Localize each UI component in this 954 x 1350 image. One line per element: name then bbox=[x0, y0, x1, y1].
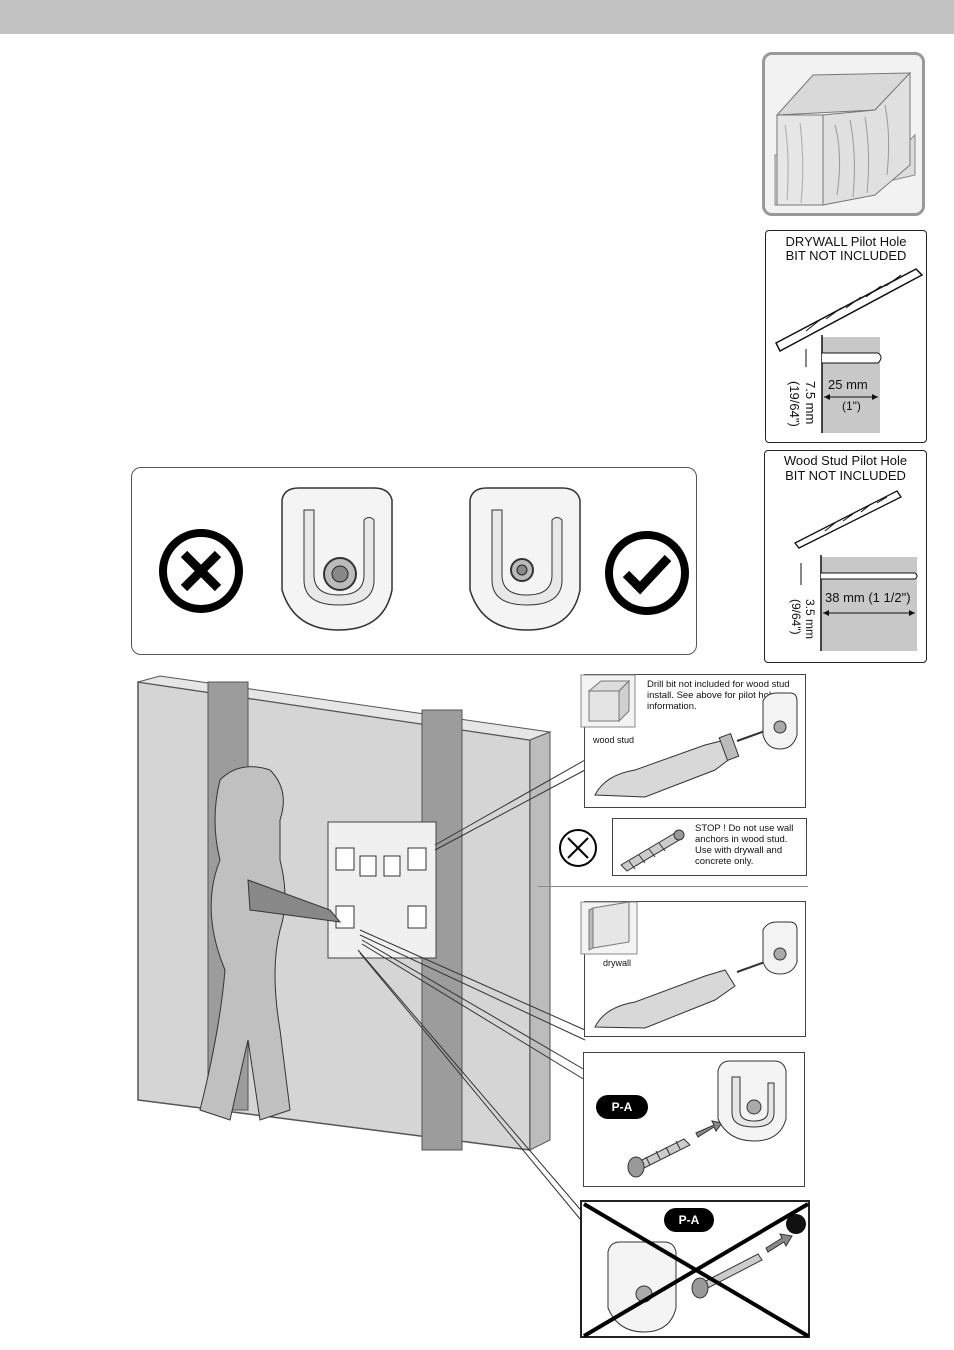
divider bbox=[538, 886, 808, 887]
part-badge: P-A bbox=[596, 1095, 648, 1119]
wood-pilot-title: Wood Stud Pilot Hole bbox=[783, 453, 908, 468]
stop-warning-text: STOP ! Do not use wall anchors in wood s… bbox=[695, 823, 794, 867]
wood-stud-note: Drill bit not included for wood stud ins… bbox=[647, 679, 790, 712]
drywall-diameter-in: (19/64") bbox=[787, 381, 802, 427]
drywall-depth: 25 mm bbox=[828, 377, 868, 392]
wood-block-icon bbox=[580, 674, 636, 728]
wrong-x-icon bbox=[559, 829, 597, 867]
wood-depth: 38 mm (1 1/2") bbox=[825, 590, 911, 605]
wood-pilot-subtitle: BIT NOT INCLUDED bbox=[785, 468, 906, 483]
wrong-x-icon bbox=[159, 529, 243, 613]
wood-pilot-panel: Wood Stud Pilot Hole BIT NOT INCLUDED 38… bbox=[764, 450, 927, 663]
bracket-icon bbox=[469, 487, 581, 631]
wood-stud-step-panel: Drill bit not included for wood stud ins… bbox=[580, 674, 806, 808]
wood-diameter-in: (9/64") bbox=[789, 599, 803, 635]
drill-icon bbox=[594, 692, 798, 798]
drill-icon bbox=[594, 921, 798, 1029]
wall-anchor-icon bbox=[627, 1120, 723, 1178]
drywall-label: drywall bbox=[603, 958, 632, 968]
bracket-icon bbox=[281, 487, 393, 631]
wood-stud-label: wood stud bbox=[593, 735, 635, 745]
drill-bit-icon bbox=[793, 490, 918, 651]
drill-bit-icon bbox=[775, 268, 924, 433]
drywall-pilot-subtitle: BIT NOT INCLUDED bbox=[785, 248, 907, 263]
wrong-anchor-step-panel: P-A bbox=[580, 1200, 810, 1338]
wood-block-panel bbox=[762, 52, 925, 216]
wood-diameter: 3.5 mm bbox=[803, 599, 817, 640]
drywall-diameter: 7.5 mm bbox=[803, 381, 818, 425]
wood-block-icon bbox=[774, 71, 916, 206]
anchor-step-panel: P-A bbox=[583, 1052, 805, 1187]
bracket-icon bbox=[717, 1060, 787, 1142]
drywall-pilot-panel: DRYWALL Pilot Hole BIT NOT INCLUDED 25 m… bbox=[765, 230, 927, 443]
wall-anchor-icon bbox=[582, 1202, 810, 1338]
stop-warning-panel: STOP ! Do not use wall anchors in wood s… bbox=[612, 818, 807, 876]
bracket-icon bbox=[607, 1241, 677, 1333]
wall-anchor-icon bbox=[620, 829, 685, 872]
drywall-depth-in: (1") bbox=[842, 399, 861, 413]
drywall-sheet-icon bbox=[580, 901, 638, 955]
bracket-comparison-panel bbox=[131, 467, 697, 655]
drywall-step-panel: drywall bbox=[580, 901, 806, 1037]
drywall-pilot-title: DRYWALL Pilot Hole bbox=[785, 234, 907, 249]
wall-installation-illustration bbox=[137, 675, 586, 1226]
correct-check-icon bbox=[605, 531, 689, 615]
part-badge: P-A bbox=[664, 1208, 714, 1232]
header-bar bbox=[0, 0, 954, 34]
